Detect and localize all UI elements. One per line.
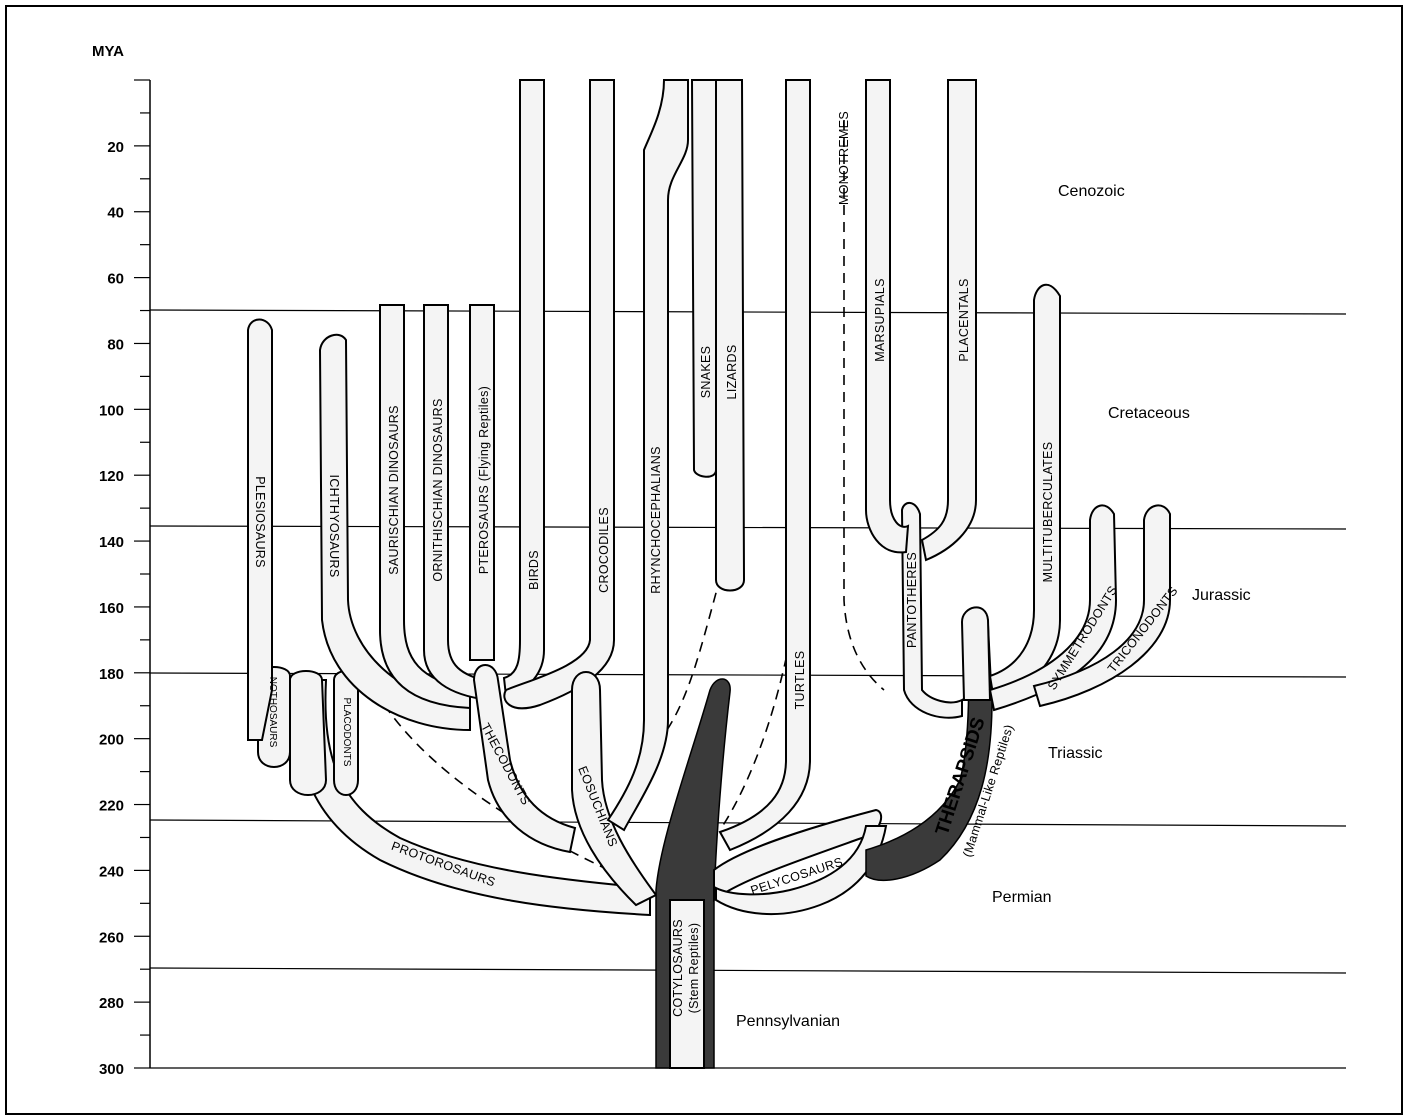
era-pennsylvanian: Pennsylvanian [736, 1013, 840, 1030]
label-monotremes: MONOTREMES [837, 111, 851, 205]
era-cenozoic: Cenozoic [1058, 183, 1125, 200]
axis-tick-label: 160 [99, 600, 124, 617]
label-placodonts: PLACODONTS [341, 698, 352, 767]
label-ornithischian: ORNITHISCHIAN DINOSAURS [431, 398, 445, 581]
era-permian: Permian [992, 889, 1052, 906]
label-ichthyosaurs: ICHTHYOSAURS [327, 475, 341, 578]
boundary-cretaceous-top [150, 310, 1346, 314]
time-axis: MYA 204060801001201401601802002202402602… [92, 43, 150, 1078]
label-marsupials: MARSUPIALS [873, 278, 887, 362]
label-birds: BIRDS [527, 550, 541, 590]
axis-tick-label: 220 [99, 798, 124, 815]
axis-unit-label: MYA [92, 43, 124, 60]
label-plesiosaurs: PLESIOSAURS [253, 476, 267, 568]
boundary-pennsylvanian-top [150, 968, 1346, 973]
axis-tick-label: 200 [99, 732, 124, 749]
label-snakes: SNAKES [699, 346, 713, 399]
label-saurischian: SAURISCHIAN DINOSAURS [387, 405, 401, 575]
label-crocodiles: CROCODILES [597, 507, 611, 593]
axis-tick-labels: 20 40 60 80 100 120 140 160 180 200 220 240 260 280 30… [99, 139, 124, 1078]
era-triassic: Triassic [1048, 745, 1103, 762]
axis-tick-label: 120 [99, 468, 124, 485]
label-pantotheres: PANTOTHERES [905, 552, 919, 648]
label-lizards: LIZARDS [725, 345, 739, 400]
label-pterosaurs: PTEROSAURS (Flying Reptiles) [477, 386, 491, 574]
axis-tick-label: 40 [107, 205, 124, 222]
branch-lizards [716, 80, 744, 591]
branch-birds [504, 80, 544, 696]
axis-tick-label: 60 [107, 271, 124, 288]
axis-ticks [134, 80, 150, 1068]
axis-tick-label: 180 [99, 666, 124, 683]
label-cotylosaurs: COTYLOSAURS [671, 919, 685, 1017]
label-multituberculates: MULTITUBERCULATES [1041, 442, 1055, 583]
axis-tick-label: 100 [99, 402, 124, 419]
branch-therapsid-tip [962, 607, 990, 700]
label-turtles: TURTLES [793, 651, 807, 710]
axis-tick-label: 80 [107, 336, 124, 353]
axis-tick-label: 140 [99, 534, 124, 551]
label-rhynchocephalians: RHYNCHOCEPHALIANS [649, 446, 663, 594]
branch-rhynchocephalians [608, 80, 688, 830]
era-cretaceous: Cretaceous [1108, 405, 1190, 422]
branch-protorosaur-cup [290, 671, 326, 795]
branch-snakes [692, 80, 716, 477]
era-jurassic: Jurassic [1192, 587, 1251, 604]
axis-tick-label: 240 [99, 863, 124, 880]
axis-tick-label: 260 [99, 929, 124, 946]
boundary-triassic-top [150, 673, 1346, 677]
label-cotylosaurs-sub: (Stem Reptiles) [687, 923, 701, 1014]
axis-tick-label: 280 [99, 995, 124, 1012]
axis-tick-label: 20 [107, 139, 124, 156]
axis-tick-label: 300 [99, 1061, 124, 1078]
label-nothosaurs: NOTHOSAURS [267, 677, 278, 748]
label-placentals: PLACENTALS [957, 278, 971, 361]
